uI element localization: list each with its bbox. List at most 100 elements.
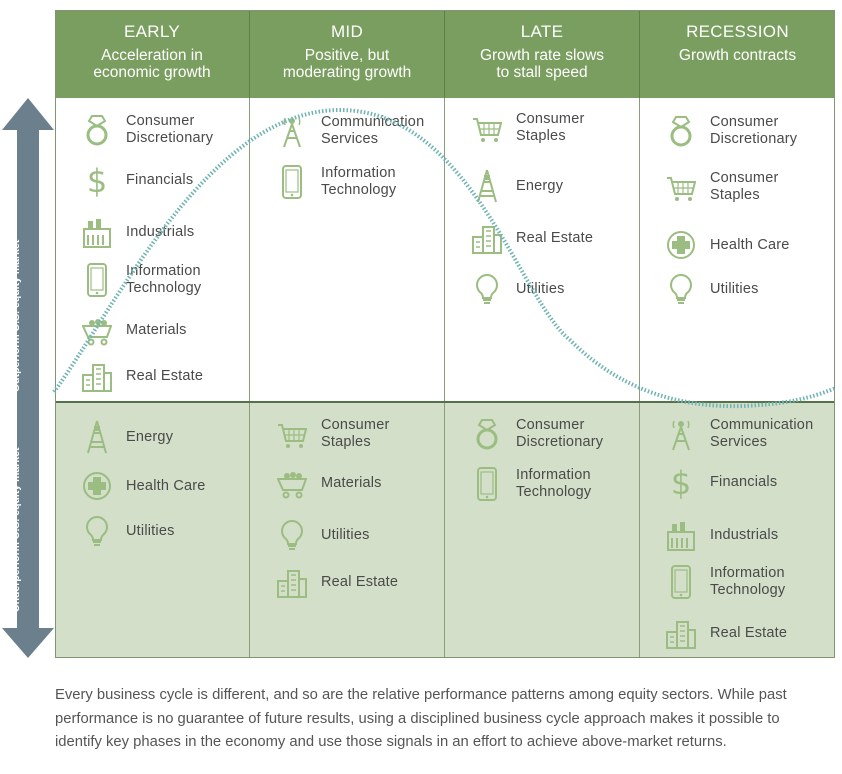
sector-item: Energy [472, 169, 563, 203]
underperform-axis-label: Underperform U.S. equity market [10, 447, 22, 612]
buildings-icon [277, 565, 307, 599]
bulb-icon [277, 518, 307, 552]
sector-item: Industrials [82, 215, 194, 249]
sector-item: Industrials [666, 518, 778, 552]
basket-icon [277, 417, 307, 451]
buildings-icon [472, 221, 502, 255]
sector-item: Utilities [472, 272, 565, 306]
sector-item: $ Financials [666, 465, 777, 499]
sector-label: Materials [126, 321, 187, 338]
phone-icon [82, 263, 112, 297]
sector-item: $ Financials [82, 163, 193, 197]
sector-label: Energy [126, 428, 174, 445]
sector-item: Consumer Discretionary [472, 417, 603, 451]
sector-item: Information Technology [666, 565, 785, 599]
sector-item: Information Technology [472, 467, 591, 501]
sector-item: Consumer Staples [277, 417, 390, 451]
factory-icon [82, 215, 112, 249]
sector-label: Financials [126, 171, 194, 188]
phase-name: LATE [520, 22, 564, 41]
sector-label: Real Estate [321, 573, 399, 590]
phone-icon [472, 467, 502, 501]
bulb-icon [82, 514, 112, 548]
basket-icon [666, 170, 696, 204]
sector-item: Materials [277, 466, 382, 500]
svg-text:$: $ [671, 465, 691, 499]
dollar-icon: $ [666, 465, 696, 499]
sector-label: Communication Services [321, 114, 425, 147]
cart-icon [277, 466, 307, 500]
sector-label: Consumer Staples [516, 111, 585, 144]
sector-label: Consumer Discretionary [516, 417, 604, 450]
phase-name: RECESSION [686, 22, 789, 41]
outperform-axis-label: Outperform U.S. equity market [10, 239, 22, 392]
sector-item: Communication Services [666, 417, 813, 451]
sector-item: Utilities [277, 518, 370, 552]
sector-label: Industrials [126, 223, 195, 240]
sector-label: Utilities [321, 526, 370, 543]
sector-item: Utilities [82, 514, 175, 548]
ring-icon [666, 114, 696, 148]
cart-icon [82, 313, 112, 347]
phase-description: Growth contracts [678, 47, 797, 64]
sector-item: Communication Services [277, 114, 424, 148]
bulb-icon [472, 272, 502, 306]
sector-label: Information Technology [321, 165, 397, 198]
phone-icon [666, 565, 696, 599]
cross-icon [82, 469, 112, 503]
sector-label: Consumer Staples [321, 417, 390, 450]
ring-icon [82, 113, 112, 147]
sector-item: Real Estate [277, 565, 398, 599]
sector-label: Financials [710, 473, 778, 490]
sector-label: Consumer Discretionary [126, 113, 214, 146]
sector-label: Health Care [126, 477, 206, 494]
sector-label: Industrials [710, 526, 779, 543]
rig-icon [82, 420, 112, 454]
sector-item: Consumer Discretionary [666, 114, 797, 148]
sector-label: Health Care [710, 236, 790, 253]
sector-label: Materials [321, 474, 382, 491]
sector-label: Utilities [126, 522, 175, 539]
sector-item: Health Care [666, 228, 790, 262]
sector-label: Energy [516, 177, 564, 194]
ring-icon [472, 417, 502, 451]
buildings-icon [666, 616, 696, 650]
sector-item: Energy [82, 420, 173, 454]
tower-icon [666, 417, 696, 451]
sector-label: Consumer Staples [710, 170, 779, 203]
sector-label: Communication Services [710, 417, 814, 450]
sector-item: Real Estate [472, 221, 593, 255]
sector-label: Consumer Discretionary [710, 114, 798, 147]
phone-icon [277, 165, 307, 199]
sector-label: Information Technology [710, 565, 786, 598]
factory-icon [666, 518, 696, 552]
sector-label: Real Estate [126, 367, 204, 384]
sector-item: Information Technology [82, 263, 201, 297]
underperform-cell-late [445, 402, 640, 658]
sector-label: Real Estate [710, 624, 788, 641]
sector-item: Information Technology [277, 165, 396, 199]
vertical-double-arrow-icon [2, 98, 54, 658]
sector-item: Utilities [666, 272, 759, 306]
bulb-icon [666, 272, 696, 306]
phase-name: EARLY [124, 22, 180, 41]
dollar-icon: $ [82, 163, 112, 197]
sector-item: Real Estate [666, 616, 787, 650]
sector-label: Utilities [516, 280, 565, 297]
sector-label: Real Estate [516, 229, 594, 246]
rig-icon [472, 169, 502, 203]
sector-item: Consumer Discretionary [82, 113, 213, 147]
cross-icon [666, 228, 696, 262]
phase-name: MID [330, 22, 364, 41]
sector-item: Health Care [82, 469, 206, 503]
buildings-icon [82, 359, 112, 393]
basket-icon [472, 111, 502, 145]
sector-label: Information Technology [516, 467, 592, 500]
